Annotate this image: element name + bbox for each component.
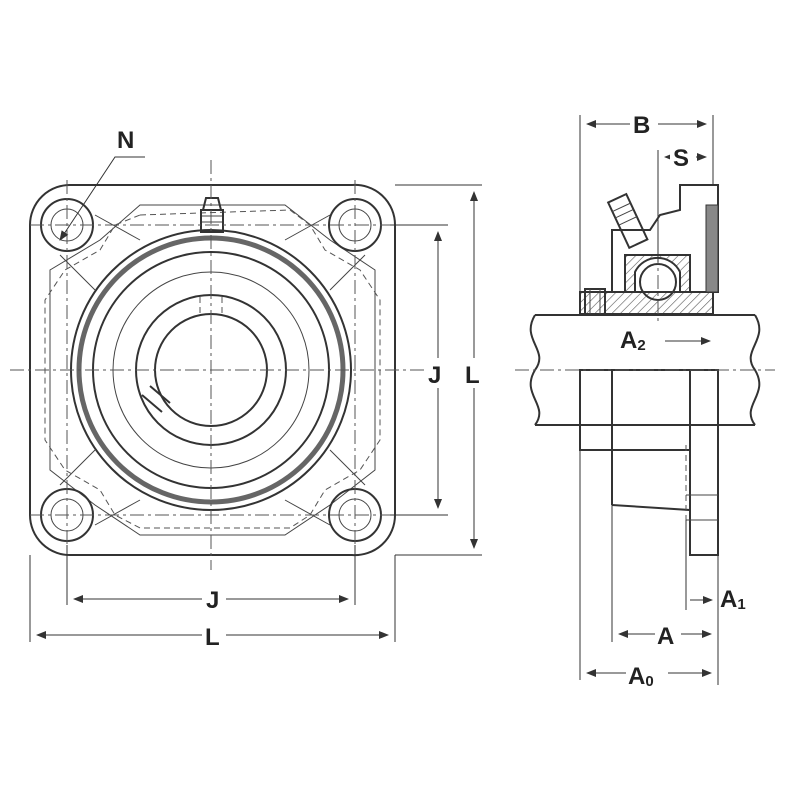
rib-bottom-right [284, 449, 366, 526]
set-screw-top [199, 297, 223, 316]
label-A: A [657, 623, 674, 650]
set-screw-left [141, 385, 171, 413]
housing-foot [611, 370, 691, 512]
set-screw-side [584, 288, 606, 315]
housing-outline [28, 183, 397, 557]
label-A1: A1 [720, 586, 746, 613]
rib-top-left [59, 214, 141, 291]
outer-ring-section [624, 254, 691, 293]
leader-N [59, 156, 145, 241]
label-A0: A0 [628, 663, 654, 690]
housing-flange-lower [689, 369, 719, 556]
housing-flange-upper [611, 184, 719, 293]
label-S: S [673, 145, 689, 172]
label-J-vertical: J [428, 362, 441, 389]
front-view: N J L J L [10, 127, 488, 651]
side-view: B S A2 A1 A A0 [515, 108, 775, 690]
label-A2: A2 [620, 327, 646, 354]
rib-bottom-left [59, 449, 141, 526]
grease-fitting-side [606, 192, 649, 250]
shaft-end-right [749, 314, 761, 426]
grease-fitting-front [200, 197, 224, 233]
label-L-vertical: L [465, 362, 480, 389]
housing-lower [579, 369, 691, 451]
rib-top-right [284, 214, 366, 291]
label-L-horizontal: L [205, 624, 220, 651]
seal-plate [705, 204, 719, 293]
label-N: N [117, 127, 134, 154]
inner-ring-section [579, 291, 714, 315]
label-J-horizontal: J [206, 587, 219, 614]
label-B: B [633, 112, 650, 139]
